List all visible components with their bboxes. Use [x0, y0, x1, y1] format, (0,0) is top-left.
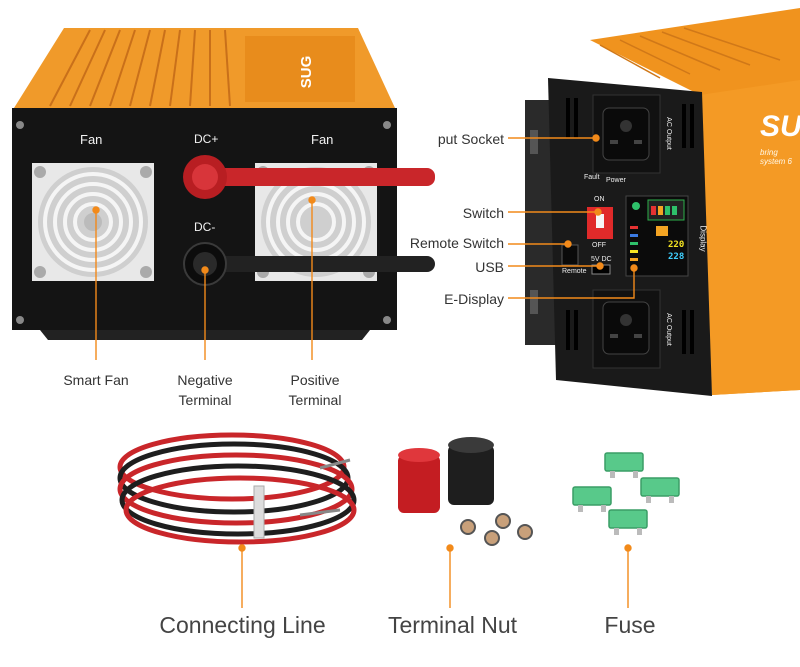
positive-terminal-line2: Terminal: [288, 392, 342, 408]
output-socket-label: put Socket: [437, 131, 504, 147]
switch-on-label: ON: [594, 196, 605, 203]
display-bottom-reading: 228: [668, 252, 685, 262]
negative-terminal-label: Negative Terminal: [160, 370, 250, 410]
negative-terminal-line1: Negative: [177, 372, 233, 388]
connecting-line-label: Connecting Line: [159, 612, 326, 638]
negative-terminal-line2: Terminal: [178, 392, 232, 408]
terminal-nut-label: Terminal Nut: [387, 612, 518, 638]
dc-minus-label: DC-: [194, 220, 216, 234]
brand-tagline: bring system 6: [760, 148, 793, 166]
usb-label: USB: [475, 259, 504, 275]
positive-terminal-label: Positive Terminal: [270, 370, 360, 410]
dc-plus-label: DC+: [194, 132, 219, 146]
brand-logo-side: SUG: [760, 110, 800, 143]
switch-label: Switch: [462, 205, 504, 221]
fault-led-label: Fault: [584, 174, 600, 181]
fan-right-label: Fan: [311, 132, 334, 147]
fuse-label: Fuse: [604, 612, 656, 638]
positive-terminal-line1: Positive: [290, 372, 340, 388]
remote-switch-label: Remote Switch: [409, 235, 504, 251]
e-display-label: E-Display: [444, 291, 504, 307]
remote-port-label: Remote: [562, 268, 587, 275]
switch-off-label: OFF: [592, 242, 606, 249]
usb-rating-label: 5V DC: [591, 256, 612, 263]
power-led-label: Power: [606, 177, 626, 184]
smart-fan-label: Smart Fan: [63, 372, 129, 388]
fan-left-label: Fan: [80, 132, 103, 147]
display-top-reading: 220: [668, 240, 685, 250]
